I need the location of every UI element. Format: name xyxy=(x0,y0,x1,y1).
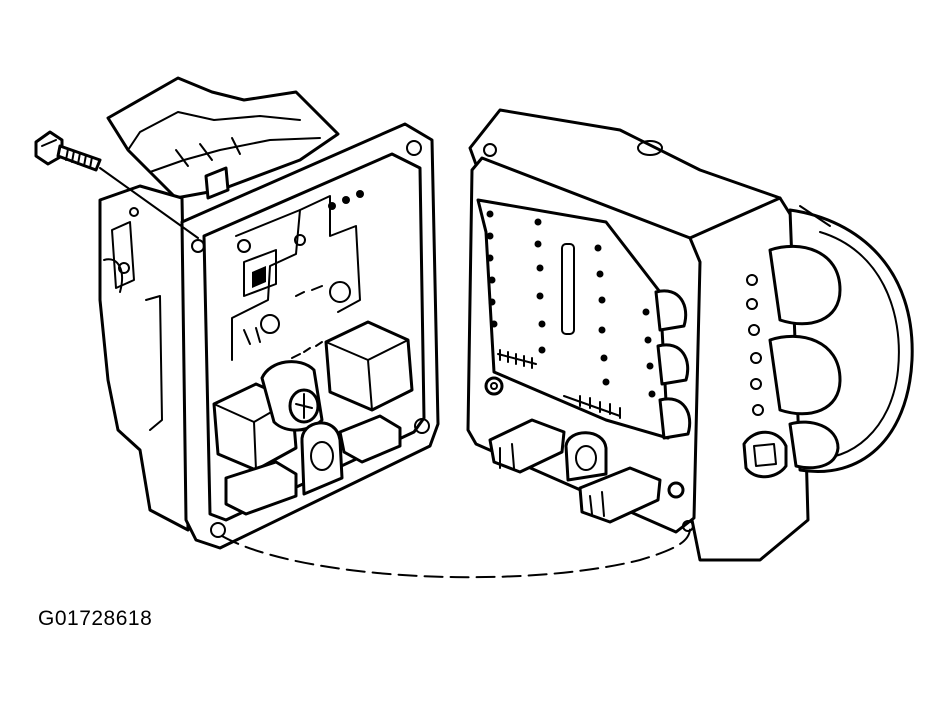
solenoid-terminals xyxy=(486,210,656,398)
mounting-screw xyxy=(34,130,102,172)
figure-id-label: G01728618 xyxy=(38,607,153,630)
alignment-leader-lines xyxy=(99,167,691,579)
hydraulic-modulator-right xyxy=(466,108,914,562)
control-module-left xyxy=(98,76,440,550)
